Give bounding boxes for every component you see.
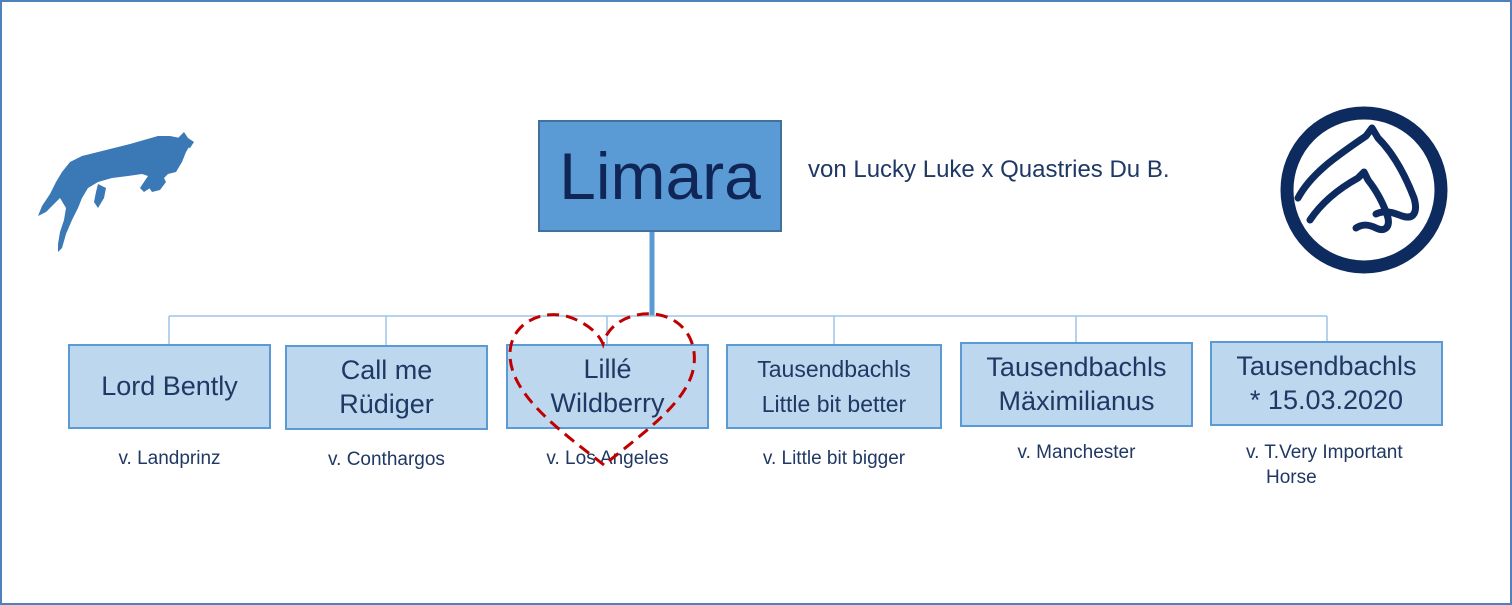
offspring-name-line: Lillé: [583, 353, 632, 384]
offspring-box-5: Tausendbachls Mäximilianus: [960, 342, 1193, 427]
offspring-name-line: Tausendbachls: [986, 351, 1167, 382]
offspring-sire-3: v. Los Angeles: [546, 448, 669, 469]
offspring-box-2: Call me Rüdiger: [285, 345, 488, 430]
offspring-sire-6: v. T.Very Important Horse: [1230, 441, 1440, 490]
horse-heads-circle-logo-icon: [1280, 106, 1448, 274]
root-mare-box: Limara: [538, 120, 782, 232]
offspring-name-line: Wildberry: [550, 387, 665, 418]
offspring-sire-5: v. Manchester: [1017, 442, 1136, 463]
offspring-name-line: * 15.03.2020: [1249, 384, 1404, 415]
offspring-name-line: Tausendbachls: [757, 356, 911, 382]
offspring-name-line: Lord Bently: [101, 370, 238, 401]
offspring-name-line: Rüdiger: [339, 388, 434, 419]
offspring-name-line: Mäximilianus: [998, 385, 1155, 416]
offspring-name-line: Little bit better: [761, 390, 907, 417]
offspring-box-3: Lillé Wildberry: [506, 344, 709, 429]
offspring-name-line: Call me: [340, 354, 433, 385]
offspring-box-1: Lord Bently: [68, 344, 271, 429]
offspring-box-6: Tausendbachls * 15.03.2020: [1210, 341, 1443, 426]
root-mare-name: Limara: [559, 139, 761, 213]
offspring-box-4: Tausendbachls Little bit better: [726, 344, 942, 429]
offspring-sire-line: Horse: [1266, 466, 1317, 488]
offspring-sire-4: v. Little bit bigger: [762, 448, 906, 469]
offspring-name-line: Tausendbachls: [1236, 350, 1417, 381]
offspring-sire-2: v. Conthargos: [328, 449, 445, 470]
offspring-sire-line: v. T.Very Important: [1246, 442, 1403, 463]
offspring-sire-1: v. Landprinz: [118, 448, 221, 469]
root-pedigree-text: von Lucky Luke x Quastries Du B.: [808, 156, 1170, 183]
jumping-horse-icon: [38, 132, 194, 252]
